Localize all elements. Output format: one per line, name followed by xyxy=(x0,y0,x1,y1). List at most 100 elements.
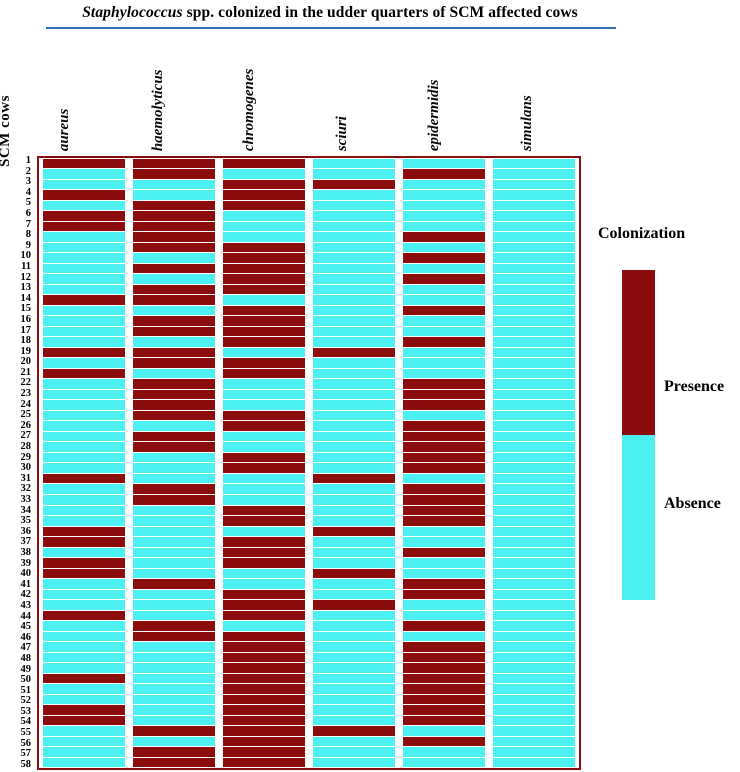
heatmap-row xyxy=(39,232,579,243)
heatmap-row xyxy=(39,200,579,211)
heatmap-cell xyxy=(403,442,485,452)
heatmap-cell xyxy=(43,463,125,473)
legend-swatch-absence xyxy=(622,435,655,600)
heatmap-cell xyxy=(43,295,125,305)
heatmap-cell xyxy=(223,305,305,316)
heatmap-cell xyxy=(43,747,125,757)
heatmap-cell xyxy=(133,158,215,169)
heatmap-cell xyxy=(223,684,305,694)
row-label: 6 xyxy=(25,207,31,219)
heatmap-cell xyxy=(403,505,485,516)
heatmap-cell xyxy=(493,221,575,232)
heatmap-cell xyxy=(403,200,485,211)
heatmap-cell xyxy=(313,736,395,747)
heatmap-cell xyxy=(133,400,215,410)
heatmap-cell xyxy=(43,389,125,400)
heatmap-row xyxy=(39,169,579,180)
heatmap-cell xyxy=(43,558,125,568)
heatmap-cell xyxy=(133,421,215,431)
heatmap-cell xyxy=(493,652,575,663)
heatmap-row xyxy=(39,684,579,695)
heatmap-cell xyxy=(133,305,215,316)
heatmap-cell xyxy=(133,379,215,389)
heatmap-row xyxy=(39,379,579,390)
heatmap-cell xyxy=(403,232,485,242)
row-label: 20 xyxy=(20,356,32,368)
row-label: 21 xyxy=(20,366,32,378)
heatmap-cell xyxy=(133,431,215,442)
heatmap-row xyxy=(39,526,579,537)
heatmap-row xyxy=(39,389,579,400)
heatmap-cell xyxy=(403,389,485,400)
row-label: 31 xyxy=(20,472,32,484)
heatmap-cell xyxy=(43,337,125,347)
heatmap-cell xyxy=(223,389,305,400)
heatmap-row xyxy=(39,368,579,379)
heatmap-row xyxy=(39,242,579,253)
heatmap-cell xyxy=(493,631,575,642)
column-header-s-epidermidis: S. epidermidis xyxy=(426,79,442,167)
heatmap-cell xyxy=(43,379,125,389)
heatmap-cell xyxy=(493,284,575,295)
heatmap-cell xyxy=(493,484,575,494)
row-label: 40 xyxy=(20,568,32,580)
heatmap-cell xyxy=(403,347,485,358)
heatmap-cell xyxy=(223,516,305,526)
row-label: 5 xyxy=(25,197,31,209)
heatmap-cell xyxy=(313,274,395,284)
row-label: 51 xyxy=(20,684,32,696)
row-label: 15 xyxy=(20,303,32,315)
heatmap-row xyxy=(39,579,579,590)
heatmap-cell xyxy=(43,169,125,179)
heatmap-cell xyxy=(133,263,215,274)
legend: Colonization Presence Absence xyxy=(598,225,740,625)
heatmap-cell xyxy=(403,211,485,221)
legend-label-absence: Absence xyxy=(664,495,721,512)
row-label: 52 xyxy=(20,695,32,707)
heatmap-cell xyxy=(223,442,305,452)
heatmap-cell xyxy=(43,452,125,463)
heatmap-cell xyxy=(313,211,395,221)
heatmap-cell xyxy=(493,347,575,358)
heatmap-cell xyxy=(43,274,125,284)
heatmap-cell xyxy=(43,600,125,610)
heatmap-cell xyxy=(133,295,215,305)
heatmap-cell xyxy=(493,642,575,652)
heatmap-cell xyxy=(223,589,305,600)
heatmap-cell xyxy=(223,410,305,421)
heatmap-cell xyxy=(493,505,575,516)
heatmap-row xyxy=(39,442,579,453)
heatmap-cell xyxy=(133,631,215,642)
heatmap-row xyxy=(39,663,579,674)
heatmap-cell xyxy=(403,305,485,316)
heatmap-cell xyxy=(43,484,125,494)
heatmap-cell xyxy=(43,715,125,726)
heatmap-cell xyxy=(223,263,305,274)
heatmap-cell xyxy=(493,242,575,253)
row-label: 25 xyxy=(20,409,32,421)
heatmap-cell xyxy=(403,484,485,494)
heatmap-cell xyxy=(403,579,485,589)
heatmap-cell xyxy=(133,579,215,589)
heatmap-cell xyxy=(313,516,395,526)
heatmap-cell xyxy=(133,368,215,379)
heatmap-cell xyxy=(313,442,395,452)
heatmap-cell xyxy=(493,274,575,284)
heatmap-cell xyxy=(133,505,215,516)
heatmap-cell xyxy=(493,400,575,410)
heatmap-row xyxy=(39,347,579,358)
row-label: 49 xyxy=(20,663,32,675)
heatmap-cell xyxy=(133,190,215,200)
heatmap-cell xyxy=(493,452,575,463)
heatmap-cell xyxy=(403,421,485,431)
heatmap-cell xyxy=(403,274,485,284)
heatmap-cell xyxy=(403,253,485,263)
heatmap-cell xyxy=(313,747,395,757)
heatmap-cell xyxy=(493,200,575,211)
heatmap-cell xyxy=(43,221,125,232)
row-label: 34 xyxy=(20,504,32,516)
heatmap-cell xyxy=(223,673,305,684)
heatmap-cell xyxy=(43,232,125,242)
heatmap-cell xyxy=(43,158,125,169)
